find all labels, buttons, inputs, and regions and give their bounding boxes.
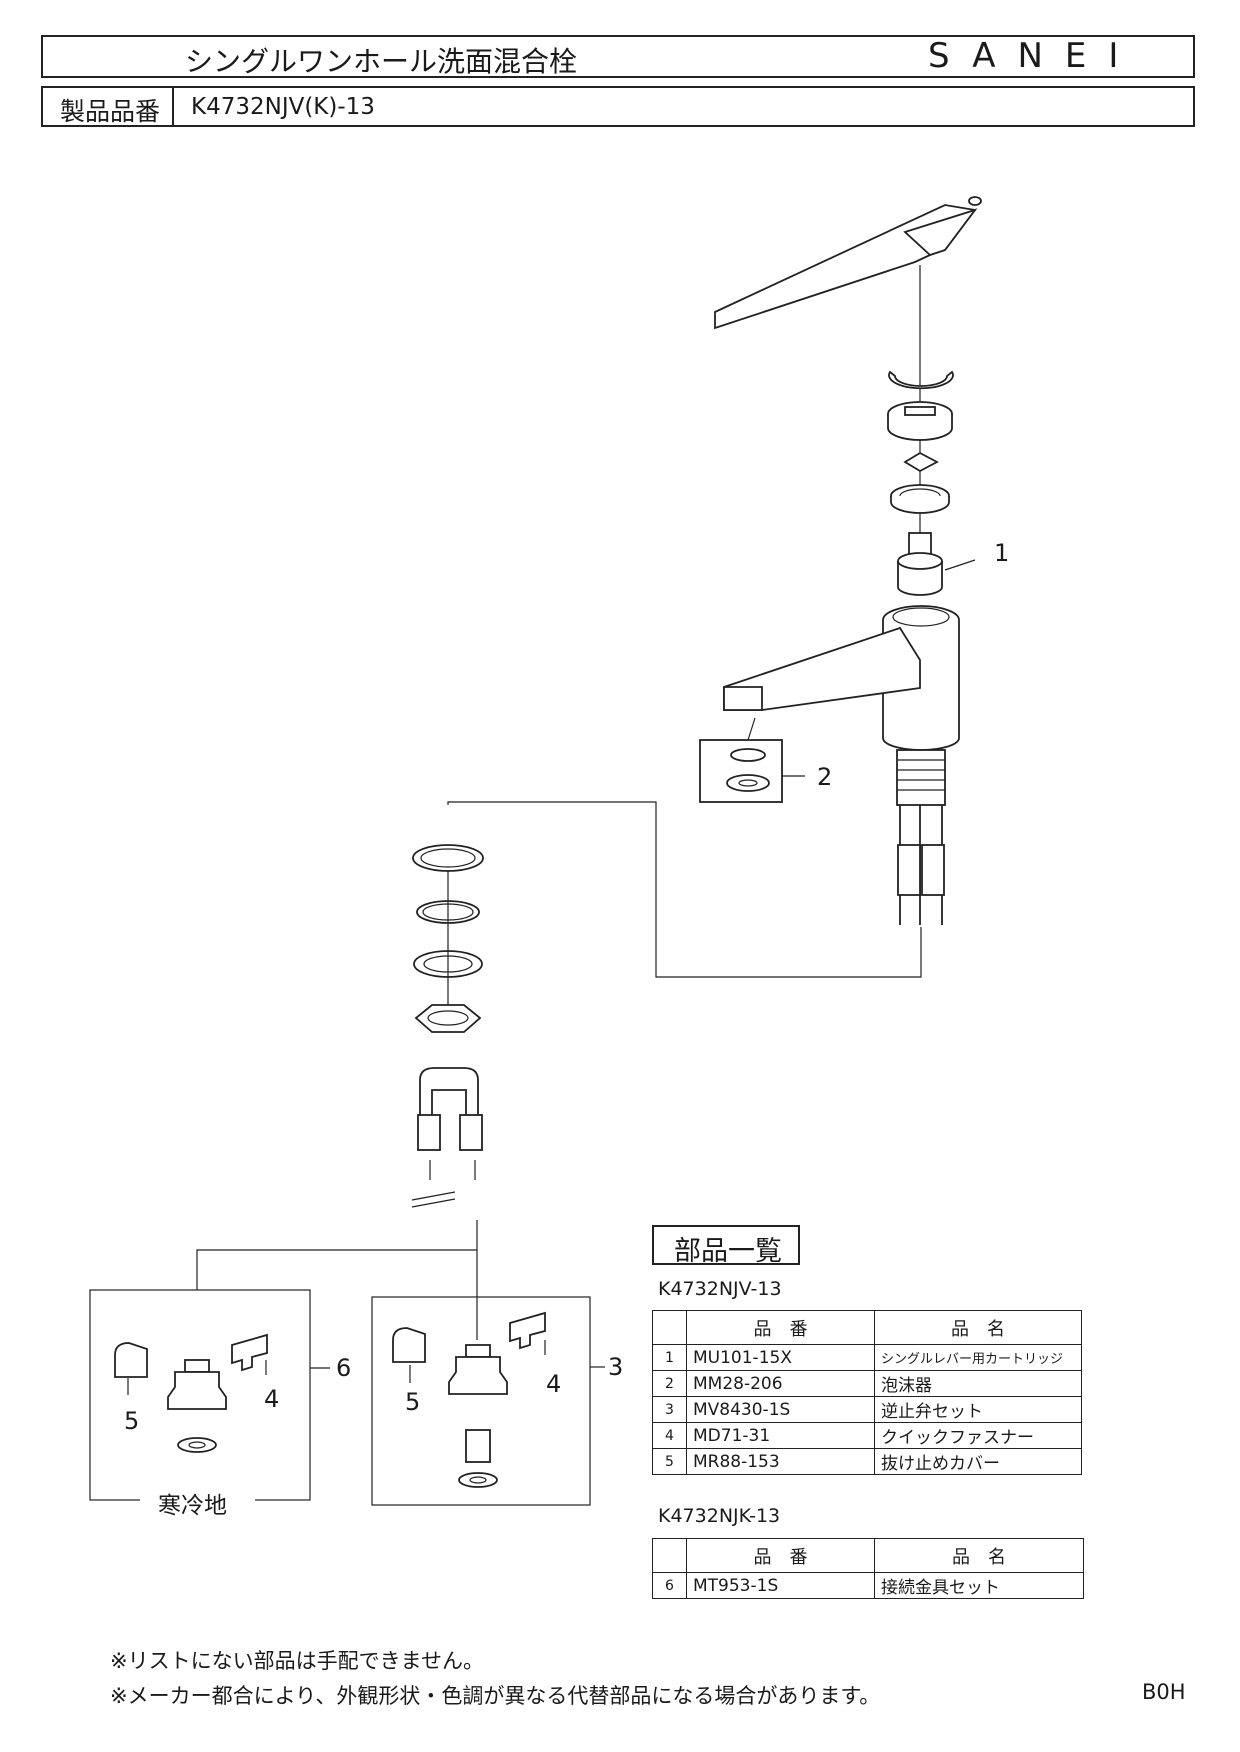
row-part-name: 泡沫器 [874, 1370, 1082, 1397]
cartridge-cap-part [887, 401, 953, 441]
row-part-name: シングルレバー用カートリッジ [874, 1344, 1082, 1371]
callout-5-right: 5 [405, 1388, 421, 1416]
row-part-name: 抜け止めカバー [874, 1448, 1082, 1475]
row-no: 2 [652, 1370, 687, 1397]
product-number-label: 製品品番 [60, 97, 161, 126]
callout-1: 1 [994, 539, 1010, 567]
row-part-no: MR88-153 [686, 1448, 875, 1475]
table-header-row: 品 番 品 名 [652, 1310, 1082, 1345]
callout-3: 3 [608, 1353, 624, 1381]
parts-table-1: 品 番 品 名 1 MU101-15X シングルレバー用カートリッジ 2 MM2… [652, 1310, 1082, 1475]
table1-model: K4732NJV-13 [658, 1278, 782, 1300]
col-part-name: 品 名 [874, 1310, 1082, 1345]
row-part-no: MT953-1S [686, 1572, 875, 1599]
callout-5-left: 5 [124, 1407, 140, 1435]
callout-4-left: 4 [264, 1385, 280, 1413]
supply-hoses [411, 1067, 483, 1208]
col-no [652, 1310, 687, 1345]
row-part-no: MM28-206 [686, 1370, 875, 1397]
lever-handle [714, 196, 982, 330]
table-row: 3 MV8430-1S 逆止弁セット [652, 1396, 1082, 1423]
table-header-row: 品 番 品 名 [652, 1538, 1084, 1573]
row-part-name: 接続金具セット [874, 1572, 1084, 1599]
row-no: 3 [652, 1396, 687, 1423]
product-number-box: 製品品番 K4732NJV(K)-13 [41, 86, 1195, 127]
header-title-box: シングルワンホール洗面混合栓 SANEI [41, 35, 1195, 78]
col-part-no: 品 番 [686, 1310, 875, 1345]
parts-list-title: 部品一覧 [674, 1236, 782, 1267]
faucet-body [723, 605, 960, 925]
table2-model: K4732NJK-13 [658, 1505, 781, 1527]
document-code: B0H [1142, 1680, 1186, 1704]
table-row: 4 MD71-31 クイックファスナー [652, 1422, 1082, 1449]
product-title: シングルワンホール洗面混合栓 [185, 45, 578, 78]
table-row: 2 MM28-206 泡沫器 [652, 1370, 1082, 1397]
cold-region-label: 寒冷地 [158, 1493, 227, 1519]
parts-table-2: 品 番 品 名 6 MT953-1S 接続金具セット [652, 1538, 1084, 1599]
parts-list-title-box: 部品一覧 [652, 1225, 800, 1267]
cartridge [897, 532, 943, 596]
col-part-no: 品 番 [686, 1538, 875, 1573]
row-part-no: MV8430-1S [686, 1396, 875, 1423]
callout-6: 6 [336, 1354, 352, 1382]
table-row: 6 MT953-1S 接続金具セット [652, 1572, 1084, 1599]
row-part-no: MU101-15X [686, 1344, 875, 1371]
row-part-name: クイックファスナー [874, 1422, 1082, 1449]
connector-set-6 [114, 1333, 268, 1453]
row-part-no: MD71-31 [686, 1422, 875, 1449]
row-no: 1 [652, 1344, 687, 1371]
check-valve-box [371, 1296, 591, 1506]
row-no: 4 [652, 1422, 687, 1449]
note-1: ※リストにない部品は手配できません。 [110, 1649, 484, 1673]
check-valve-set-3 [392, 1311, 546, 1488]
callout-2: 2 [817, 763, 833, 791]
row-part-name: 逆止弁セット [874, 1396, 1082, 1423]
brand-logo: SANEI [928, 36, 1141, 76]
note-2: ※メーカー都合により、外観形状・色調が異なる代替部品になる場合があります。 [110, 1684, 881, 1708]
row-no: 5 [652, 1448, 687, 1475]
col-part-name: 品 名 [874, 1538, 1084, 1573]
callout-4-right: 4 [546, 1370, 562, 1398]
header-divider [172, 88, 174, 125]
row-no: 6 [652, 1572, 687, 1599]
col-no [652, 1538, 687, 1573]
table-row: 5 MR88-153 抜け止めカバー [652, 1448, 1082, 1475]
table-row: 1 MU101-15X シングルレバー用カートリッジ [652, 1344, 1082, 1371]
product-number: K4732NJV(K)-13 [191, 94, 375, 120]
